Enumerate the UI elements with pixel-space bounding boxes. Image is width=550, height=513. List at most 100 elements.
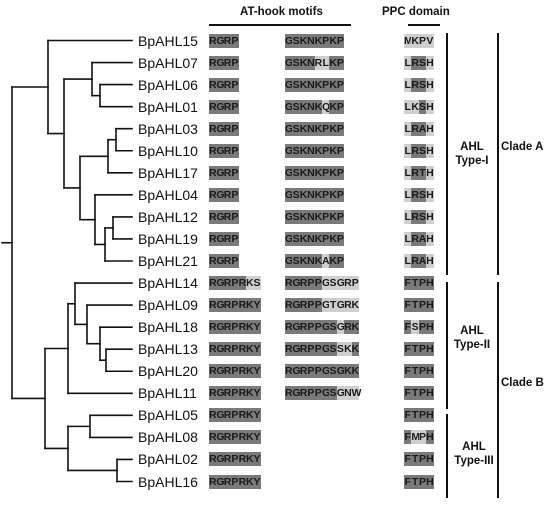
residue: S	[292, 55, 300, 70]
clade-b-label: Clade B	[501, 377, 544, 389]
residue: P	[307, 276, 315, 291]
residue: P	[336, 121, 345, 136]
residue: H	[426, 254, 434, 268]
residue: H	[426, 99, 434, 114]
taxon-label: BpAHL18	[138, 319, 198, 336]
residue: P	[321, 209, 330, 224]
residue: A	[418, 121, 427, 136]
residue: R	[209, 55, 217, 70]
residue: L	[404, 143, 412, 158]
residue: K	[314, 77, 323, 92]
residue: K	[299, 143, 308, 158]
residue: P	[231, 187, 239, 202]
residue: S	[292, 187, 300, 202]
residue: R	[411, 254, 419, 268]
residue: R	[223, 298, 232, 313]
residue: N	[307, 99, 315, 114]
residue: G	[321, 364, 331, 379]
residue: R	[209, 254, 217, 268]
residue: K	[314, 231, 323, 246]
residue: R	[209, 276, 217, 291]
residue: W	[351, 386, 362, 401]
residue: P	[231, 474, 239, 489]
residue: P	[307, 386, 315, 401]
residue: R	[209, 187, 217, 202]
residue: P	[231, 33, 239, 48]
residue: S	[253, 276, 261, 291]
residue: M	[411, 430, 421, 445]
residue: R	[209, 143, 217, 158]
type-i-bracket	[446, 33, 448, 275]
residue: G	[216, 33, 225, 48]
residue: H	[426, 320, 434, 335]
residue: S	[418, 77, 427, 92]
residue: K	[329, 209, 337, 224]
residue: R	[299, 276, 308, 291]
residue: S	[292, 254, 300, 268]
residue: K	[329, 231, 337, 246]
residue: K	[314, 33, 323, 48]
residue: R	[344, 298, 352, 313]
residue: R	[223, 209, 232, 224]
residue: L	[404, 231, 412, 246]
residue: P	[336, 231, 345, 246]
residue: T	[411, 386, 419, 401]
residue: R	[223, 430, 232, 445]
residue: P	[418, 298, 427, 313]
residue: P	[307, 298, 315, 313]
type-i-label-line2: Type-I	[455, 155, 489, 167]
residue: H	[426, 386, 434, 401]
residue: G	[216, 99, 225, 114]
residue: R	[223, 143, 232, 158]
residue: P	[231, 165, 239, 180]
residue: P	[336, 254, 345, 268]
residue: G	[216, 143, 225, 158]
clade-a-bracket	[497, 33, 499, 275]
residue: H	[426, 276, 434, 291]
residue: P	[336, 55, 345, 70]
taxon-label: BpAHL06	[138, 76, 198, 93]
residue: G	[216, 77, 225, 92]
residue: K	[245, 342, 254, 357]
residue: P	[336, 165, 345, 180]
residue: G	[216, 121, 225, 136]
residue: K	[411, 33, 419, 48]
residue: P	[418, 386, 427, 401]
residue: N	[307, 187, 315, 202]
residue: P	[231, 209, 239, 224]
residue: K	[329, 165, 337, 180]
residue: G	[216, 187, 225, 202]
residue: R	[238, 386, 247, 401]
taxon-label: BpAHL02	[138, 451, 198, 468]
residue: G	[336, 320, 345, 335]
residue: H	[426, 342, 434, 357]
residue: P	[336, 187, 345, 202]
residue: P	[321, 121, 330, 136]
residue: Y	[253, 430, 261, 445]
residue: S	[292, 143, 300, 158]
residue: R	[238, 298, 247, 313]
residue: P	[314, 386, 322, 401]
residue: R	[411, 77, 419, 92]
type-iii-bracket	[446, 414, 448, 498]
residue: R	[223, 165, 232, 180]
residue: K	[299, 187, 308, 202]
residue: G	[216, 386, 225, 401]
residue: R	[209, 430, 217, 445]
